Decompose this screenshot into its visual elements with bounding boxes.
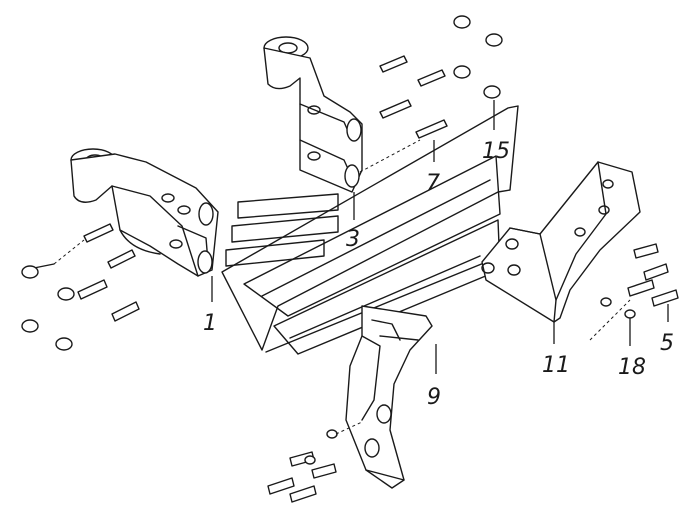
callout-9-group: 9 [427,344,441,410]
callout-1: 1 [203,311,217,336]
callout-1-group: 1 [203,276,217,336]
callout-7: 7 [426,171,440,196]
bracket-1 [70,148,219,277]
bracket-11 [481,161,641,341]
frame-plate-outline [221,105,519,355]
bolt-set-1 [21,223,140,351]
callout-11: 11 [542,353,570,378]
bolt-set-9 [267,421,363,503]
bracket-9 [345,305,433,489]
bolt-set-3 [379,15,503,139]
callout-7-group: 7 [426,140,440,196]
callout-11-group: 11 [542,322,570,378]
callout-15: 15 [482,139,510,164]
callout-3: 3 [346,227,360,252]
bracket-3 [263,36,421,193]
callout-9: 9 [427,385,441,410]
callout-18-group: 18 [618,318,646,380]
callout-18: 18 [618,355,646,380]
callout-5-group: 5 [660,304,674,356]
bolt-set-11 [600,243,679,319]
callout-3-group: 3 [346,192,360,252]
callout-5: 5 [660,331,674,356]
callout-15-group: 15 [482,100,510,164]
